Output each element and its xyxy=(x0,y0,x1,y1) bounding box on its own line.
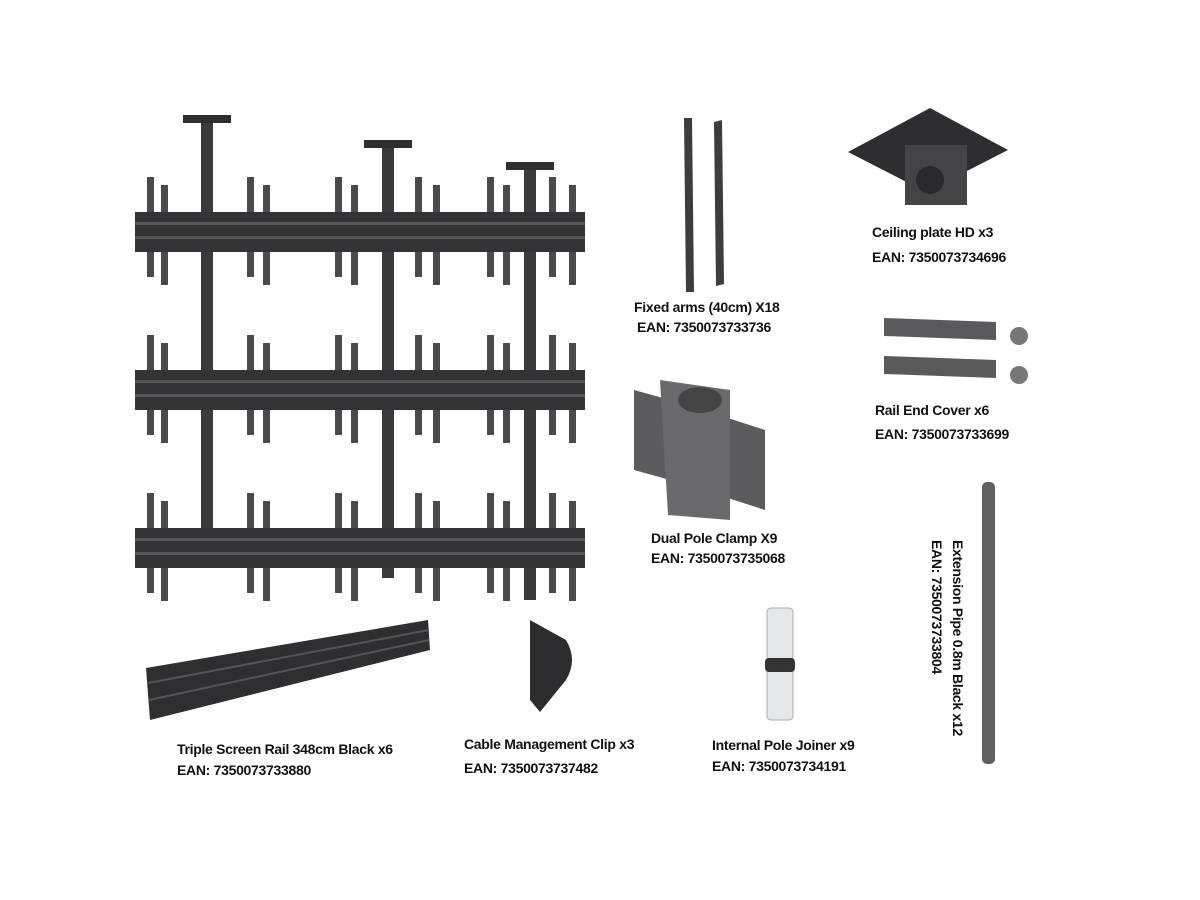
cable-clip-ean: EAN: 7350073737482 xyxy=(464,760,598,776)
ceiling-plate-ean: EAN: 7350073734696 xyxy=(872,249,1006,265)
cable-management-clip-image xyxy=(530,620,572,712)
rail-groove xyxy=(135,380,585,383)
triple-screen-rail-ean: EAN: 7350073733880 xyxy=(177,762,311,778)
rail-end-cover-ean: EAN: 7350073733699 xyxy=(875,426,1009,442)
extension-pipe-image xyxy=(982,482,995,764)
triple-screen-rail-image xyxy=(146,620,430,720)
ceiling-plate xyxy=(506,162,554,170)
dual-pole-clamp-image xyxy=(634,380,765,520)
rail xyxy=(135,528,585,568)
extension-pipe-label: Extension Pipe 0.8m Black x12 EAN: 73500… xyxy=(926,540,968,736)
rail-groove xyxy=(135,394,585,397)
pole-joiner-name: Internal Pole Joiner x9 xyxy=(712,737,855,753)
pole xyxy=(201,123,213,553)
cable-clip-name: Cable Management Clip x3 xyxy=(464,736,635,752)
rail-groove xyxy=(135,538,585,541)
rail xyxy=(135,370,585,410)
rail-groove xyxy=(135,552,585,555)
rail xyxy=(135,212,585,252)
extension-pipe-name: Extension Pipe 0.8m Black x12 xyxy=(950,540,966,736)
pole xyxy=(382,148,394,578)
fixed-arms-image xyxy=(684,118,724,292)
ceiling-plate xyxy=(183,115,231,123)
rail-groove xyxy=(135,236,585,239)
ceiling-plate-name: Ceiling plate HD x3 xyxy=(872,224,994,240)
extension-pipe-ean: EAN: 7350073733804 xyxy=(929,540,945,674)
triple-screen-rail-name: Triple Screen Rail 348cm Black x6 xyxy=(177,741,393,757)
dual-pole-clamp-name: Dual Pole Clamp X9 xyxy=(651,530,778,546)
rail-groove xyxy=(135,222,585,225)
video-wall-mount-assembly xyxy=(135,115,585,601)
fixed-arms-name: Fixed arms (40cm) X18 xyxy=(634,299,780,315)
fixed-arms-ean: EAN: 7350073733736 xyxy=(637,319,771,335)
dual-pole-clamp-ean: EAN: 7350073735068 xyxy=(651,550,785,566)
rail-end-cover-name: Rail End Cover x6 xyxy=(875,402,989,418)
internal-pole-joiner-image xyxy=(765,607,795,721)
ceiling-plate-image xyxy=(848,108,1008,205)
rail-end-cover-image xyxy=(884,318,1028,384)
pole-joiner-ean: EAN: 7350073734191 xyxy=(712,758,846,774)
ceiling-plate xyxy=(364,140,412,148)
